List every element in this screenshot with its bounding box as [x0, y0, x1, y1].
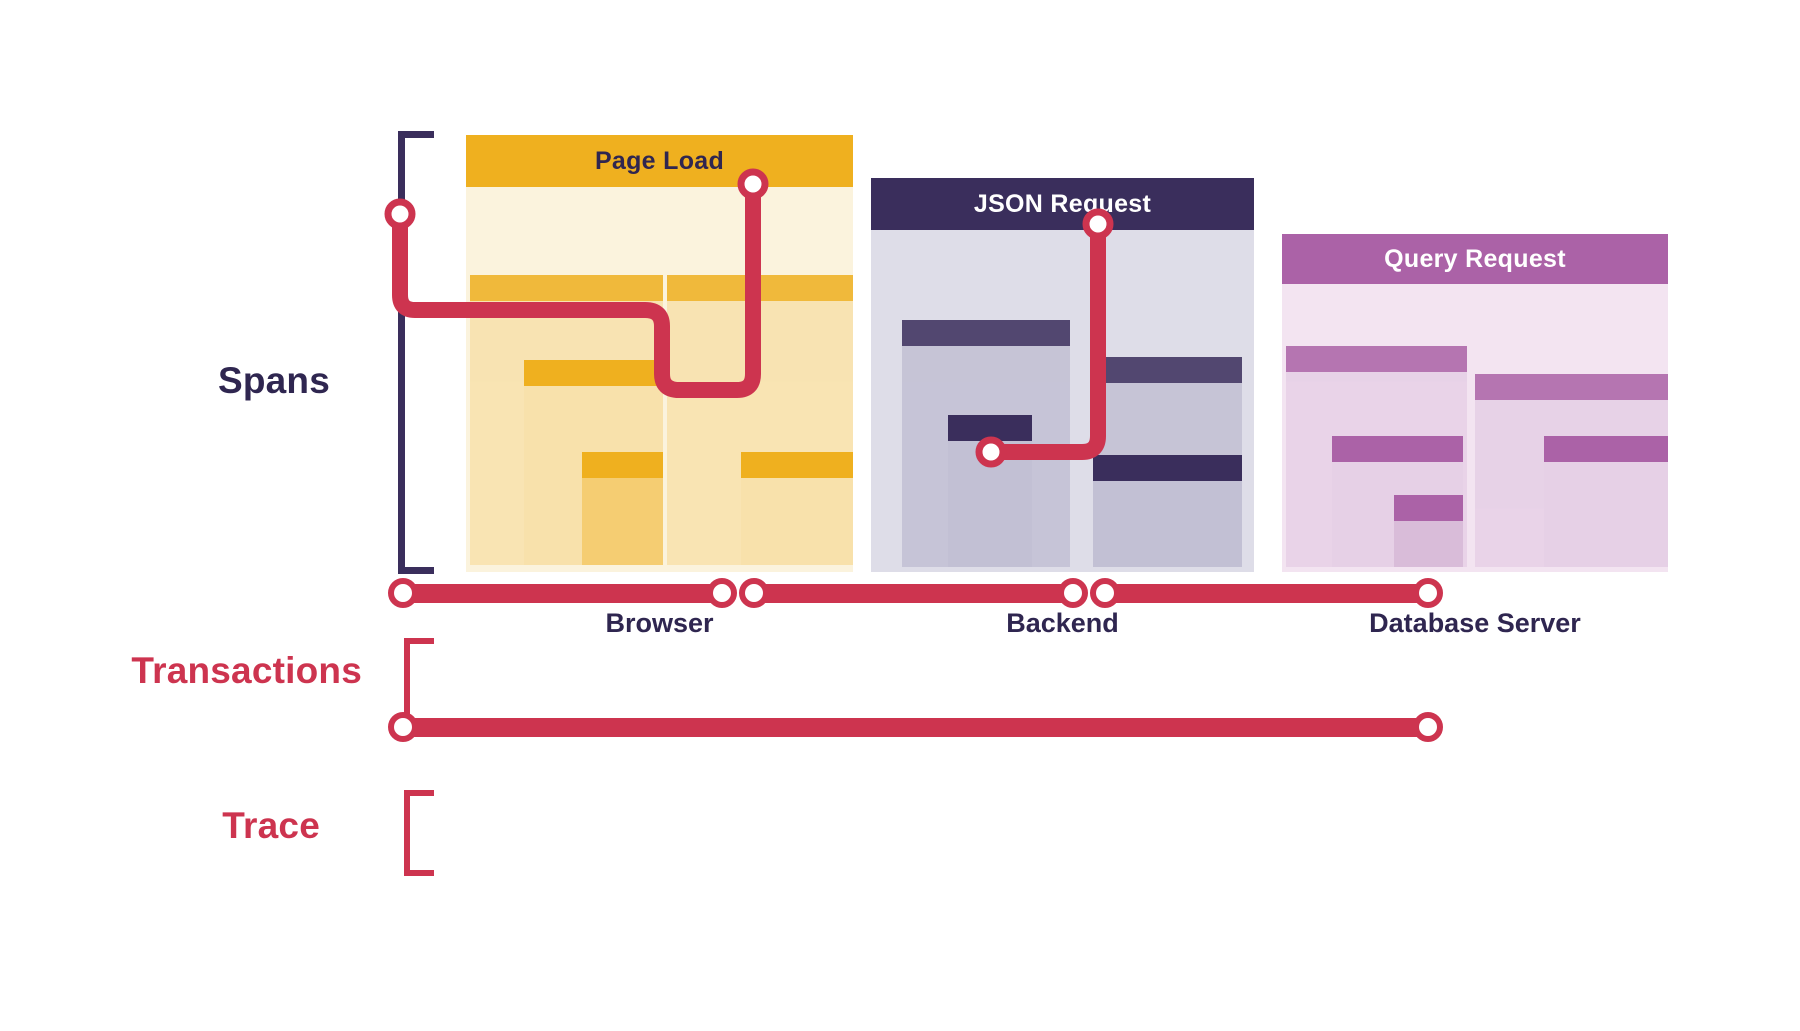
- span-bar-row-fetch[interactable]: [1393, 495, 1464, 567]
- span-cap-row-fetch: [1393, 495, 1464, 521]
- timeline-dot-database-transaction-start[interactable]: [1090, 578, 1120, 608]
- timeline-dot-browser-transaction-end[interactable]: [707, 578, 737, 608]
- span-cap-result-set: [1475, 374, 1668, 400]
- transaction-header-database-server[interactable]: Query Request: [1282, 234, 1668, 284]
- span-cap-resource-fetch: [469, 275, 664, 301]
- span-cap-script-eval: [524, 360, 664, 386]
- span-bar-paint[interactable]: [582, 452, 664, 565]
- span-cap-render-tree: [667, 275, 853, 301]
- transaction-header-browser[interactable]: Page Load: [466, 135, 853, 187]
- timeline-segment-backend-transaction[interactable]: [754, 584, 1073, 603]
- span-bar-serializer[interactable]: [947, 415, 1032, 567]
- span-cap-db-query: [1093, 455, 1243, 481]
- span-cap-serialize-rows: [1544, 436, 1668, 462]
- timeline-dot-backend-transaction-start[interactable]: [739, 578, 769, 608]
- span-cap-serializer: [947, 415, 1032, 441]
- timeline-dot-backend-transaction-end[interactable]: [1058, 578, 1088, 608]
- timeline-segment-browser-transaction[interactable]: [403, 584, 722, 603]
- service-caption-backend: Backend: [1006, 608, 1119, 638]
- bracket-spans: [398, 131, 434, 574]
- span-bar-db-query[interactable]: [1093, 455, 1243, 567]
- timeline-dot-full-trace-start[interactable]: [388, 712, 418, 742]
- span-bar-layout[interactable]: [740, 452, 853, 565]
- service-caption-database-server: Database Server: [1369, 608, 1581, 638]
- timeline-segment-full-trace[interactable]: [403, 718, 1428, 737]
- timeline-dot-database-transaction-end[interactable]: [1413, 578, 1443, 608]
- bracket-trace: [404, 790, 434, 876]
- span-cap-db-call: [1093, 357, 1243, 383]
- row-label-transactions: Transactions: [131, 650, 362, 691]
- row-label-spans: Spans: [217, 360, 330, 401]
- timeline-segment-database-transaction[interactable]: [1105, 584, 1428, 603]
- service-column-database-server: Query Request: [1282, 234, 1668, 572]
- service-caption-browser: Browser: [605, 608, 714, 638]
- timeline-dot-browser-transaction-start[interactable]: [388, 578, 418, 608]
- service-column-backend: JSON Request: [871, 178, 1254, 572]
- row-label-trace: Trace: [222, 805, 320, 846]
- span-cap-parse-plan: [1285, 346, 1468, 372]
- span-cap-layout: [740, 452, 853, 478]
- service-column-browser: Page Load: [466, 135, 853, 572]
- span-bar-serialize-rows[interactable]: [1544, 436, 1668, 567]
- span-cap-paint: [582, 452, 664, 478]
- timeline-dot-full-trace-end[interactable]: [1413, 712, 1443, 742]
- span-cap-controller: [901, 320, 1071, 346]
- span-cap-index-scan: [1332, 436, 1464, 462]
- transaction-header-backend[interactable]: JSON Request: [871, 178, 1254, 230]
- bracket-transactions: [404, 638, 434, 724]
